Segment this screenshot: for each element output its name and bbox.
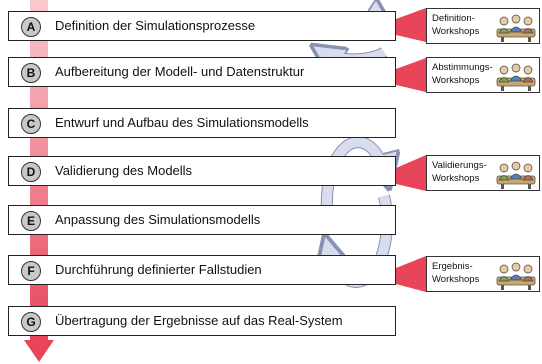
step-f: F Durchführung definierter Fallstudien — [8, 255, 396, 285]
step-label: Validierung des Modells — [55, 163, 193, 178]
workshop-definition: Definition- Workshops — [426, 8, 540, 44]
step-label: Durchführung definierter Fallstudien — [55, 262, 262, 277]
workshop-validierung: Validierungs- Workshops — [426, 155, 540, 191]
workshop-ergebnis: Ergebnis- Workshops — [426, 256, 540, 292]
step-label: Übertragung der Ergebnisse auf das Real-… — [55, 313, 343, 328]
people-group-icon — [496, 63, 536, 91]
workshop-label: Definition- Workshops — [432, 13, 480, 37]
step-letter-badge: D — [21, 162, 41, 182]
people-group-icon — [496, 14, 536, 42]
workshop-abstimmung: Abstimmungs- Workshops — [426, 57, 540, 93]
step-g: G Übertragung der Ergebnisse auf das Rea… — [8, 306, 396, 336]
people-group-icon — [496, 161, 536, 189]
step-letter-badge: B — [21, 63, 41, 83]
workshop-flag-b — [396, 58, 426, 92]
workshop-flag-f — [396, 256, 426, 292]
step-d: D Validierung des Modells — [8, 156, 396, 186]
workshop-label: Abstimmungs- Workshops — [432, 62, 493, 86]
step-label: Aufbereitung der Modell- und Datenstrukt… — [55, 64, 305, 79]
step-letter-badge: C — [21, 114, 41, 134]
step-label: Anpassung des Simulationsmodells — [55, 212, 261, 227]
step-letter-badge: G — [21, 312, 41, 332]
step-e: E Anpassung des Simulationsmodells — [8, 205, 396, 235]
step-c: C Entwurf und Aufbau des Simulationsmode… — [8, 108, 396, 138]
workshop-label: Ergebnis- Workshops — [432, 261, 480, 285]
workshop-flags — [396, 8, 426, 292]
workshop-label: Validierungs- Workshops — [432, 160, 487, 184]
step-label: Definition der Simulationsprozesse — [55, 18, 256, 33]
workshop-flag-d — [396, 155, 426, 191]
step-b: B Aufbereitung der Modell- und Datenstru… — [8, 57, 396, 87]
step-letter-badge: F — [21, 261, 41, 281]
workshop-flag-a — [396, 8, 426, 42]
step-label: Entwurf und Aufbau des Simulationsmodell… — [55, 115, 309, 130]
step-a: A Definition der Simulationsprozesse — [8, 11, 396, 41]
step-letter-badge: A — [21, 17, 41, 37]
people-group-icon — [496, 262, 536, 290]
step-letter-badge: E — [21, 211, 41, 231]
